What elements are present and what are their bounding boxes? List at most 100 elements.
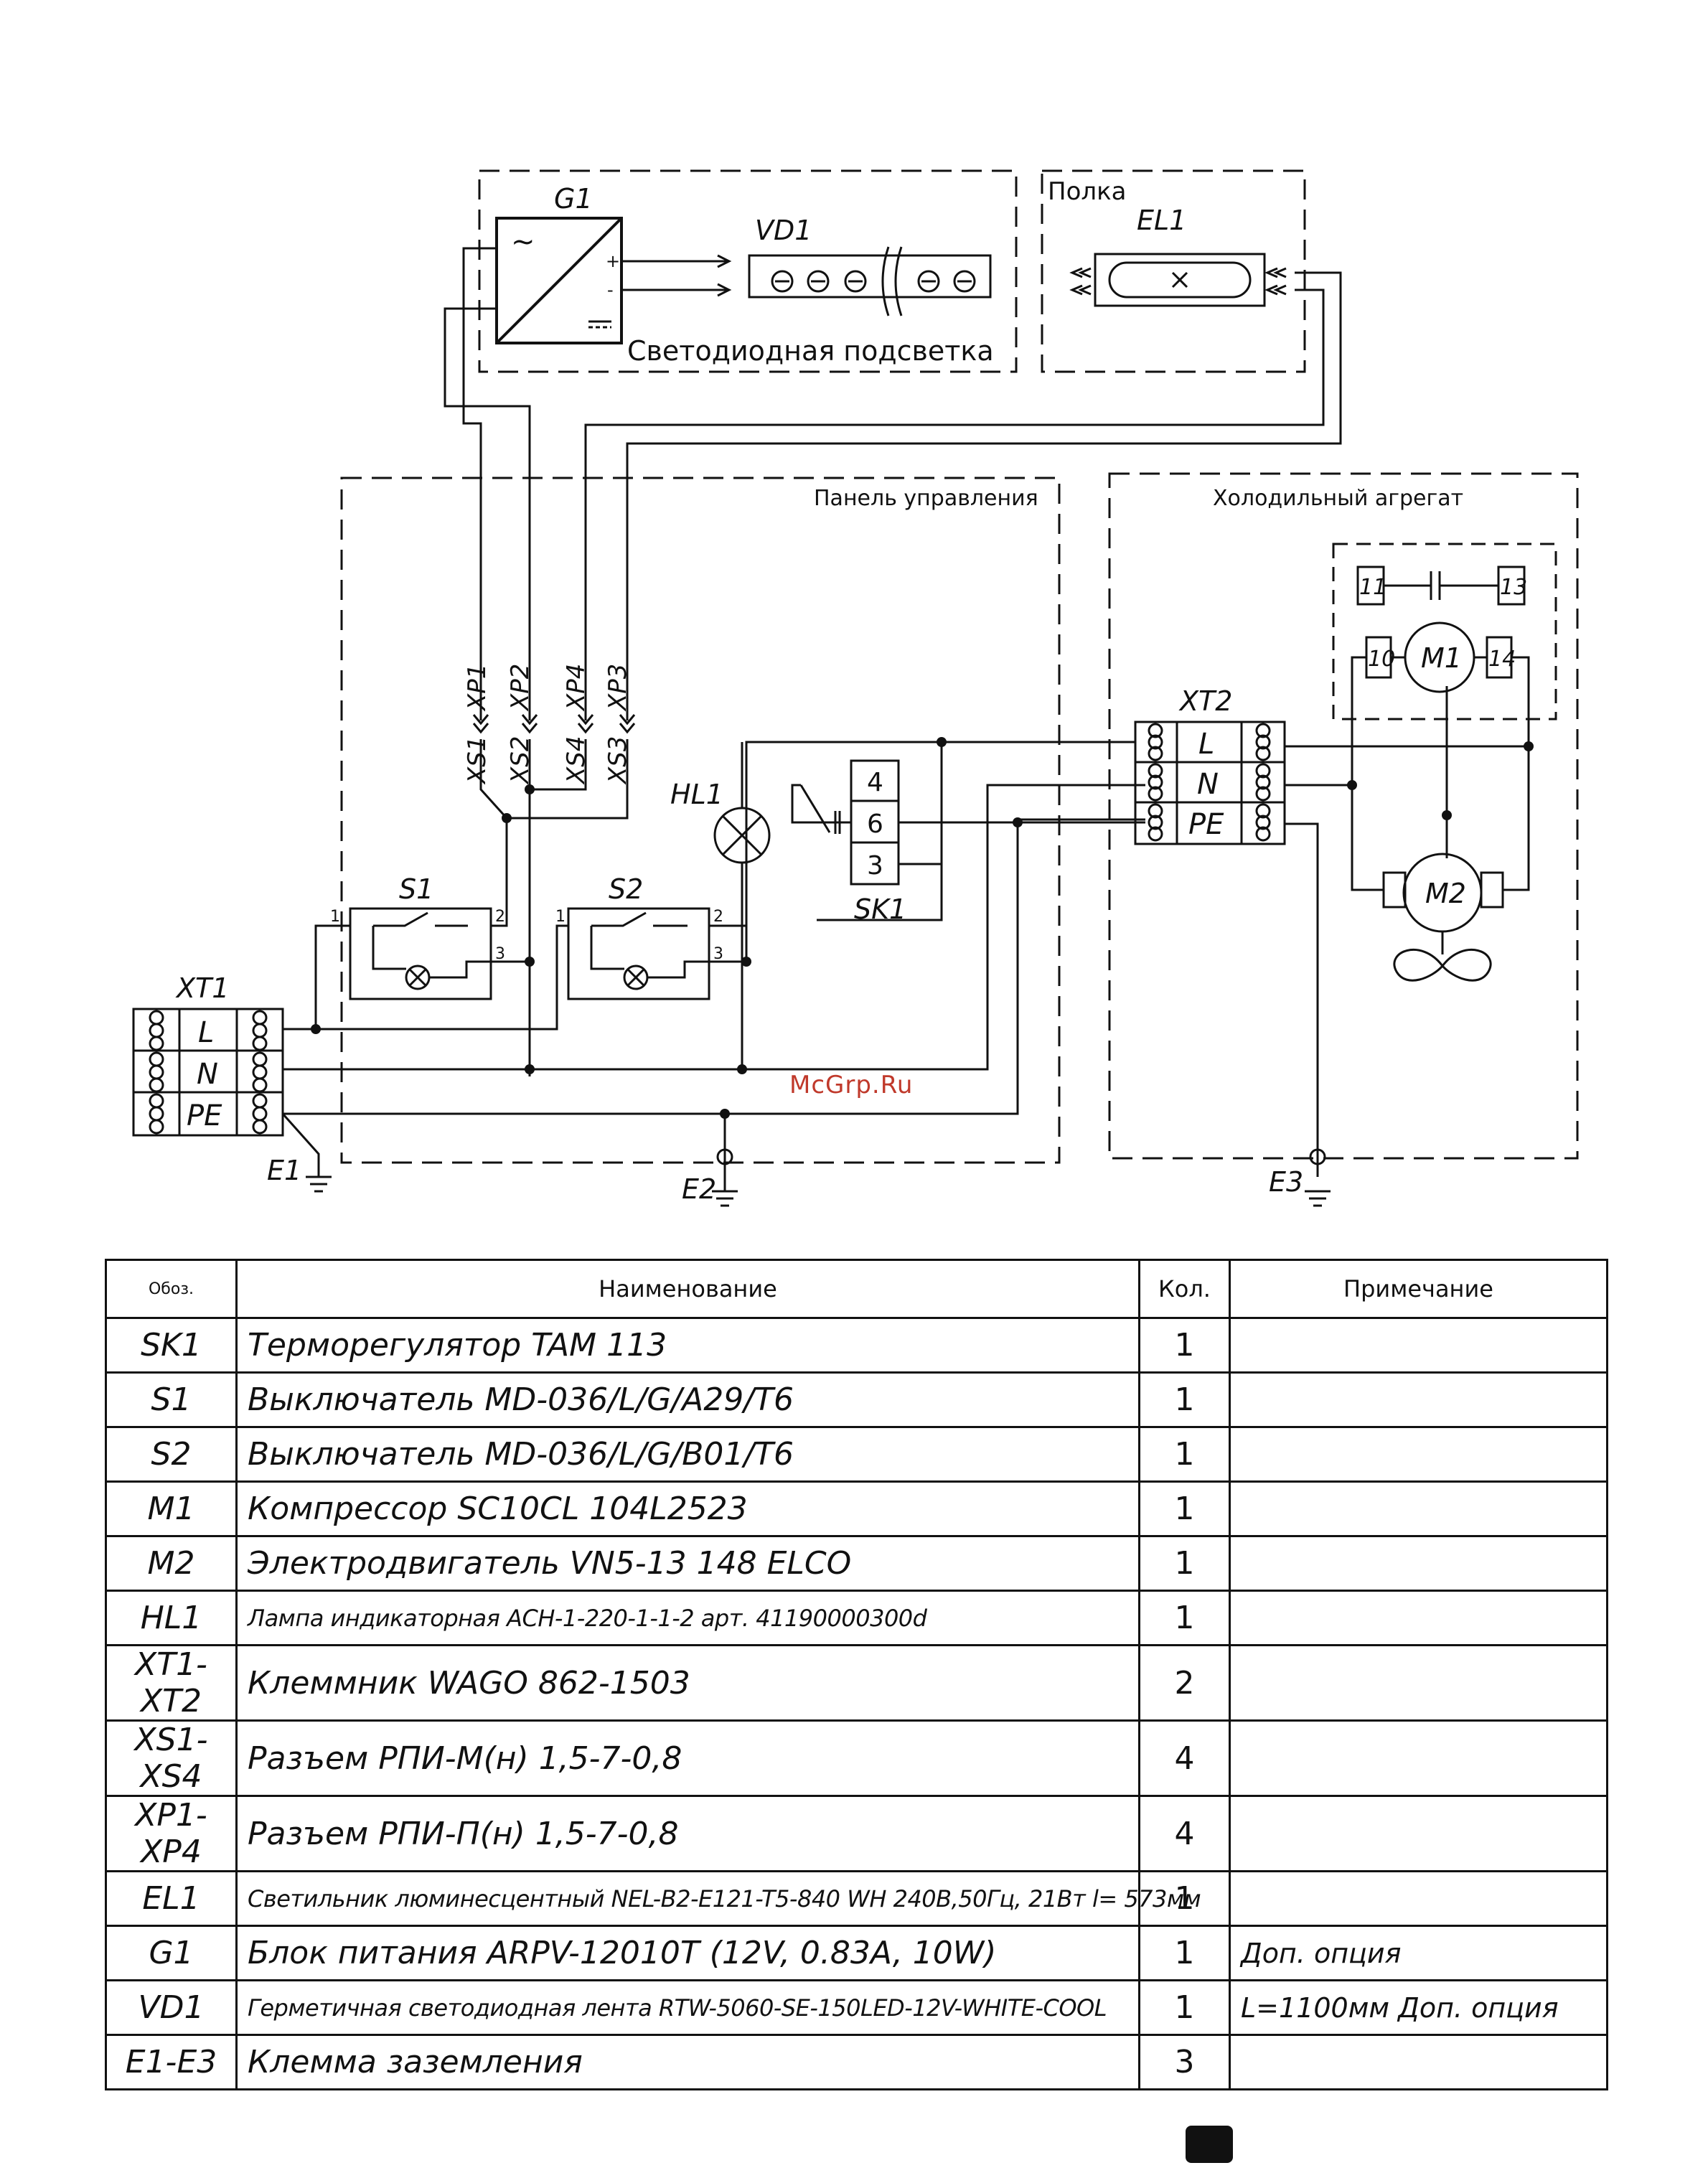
cell-note [1229, 1426, 1608, 1483]
refrigeration-unit-label: Холодильный агрегат [1213, 486, 1463, 511]
vd1-led-symbols [771, 270, 976, 293]
cell-code: M1 [105, 1480, 238, 1537]
m1-pin-14: 14 [1488, 647, 1516, 672]
cell-code: HL1 [105, 1590, 238, 1646]
wiring-diagram: Светодиодная подсветка Полка Панель упра… [132, 169, 1579, 1207]
hl1-label: HL1 [670, 779, 723, 810]
sk1-pin-4: 4 [867, 768, 883, 797]
cell-code: XP1-XP4 [105, 1795, 238, 1872]
cell-name: Клемма заземления [235, 2034, 1140, 2090]
e1-label: E1 [267, 1155, 301, 1186]
xt2-pe: PE [1188, 808, 1224, 841]
page-marker [1186, 2126, 1233, 2163]
cell-note [1229, 1371, 1608, 1428]
backlight-label: Светодиодная подсветка [627, 335, 994, 367]
header-note: Примечание [1229, 1259, 1608, 1319]
cell-note: L=1100мм Доп. опция [1229, 1979, 1608, 2036]
xt2-n: N [1197, 768, 1219, 801]
s2-pin-3: 3 [713, 945, 723, 963]
cell-note [1229, 1317, 1608, 1374]
control-panel-label: Панель управления [814, 486, 1038, 511]
xp1-label: XP1 [463, 664, 492, 712]
xs3-label: XS3 [604, 736, 632, 785]
xt1-clamps [149, 1010, 268, 1135]
m1-pin-10: 10 [1368, 647, 1395, 672]
xp4-label: XP4 [562, 664, 591, 712]
xt1-n: N [197, 1058, 218, 1091]
cell-code: E1-E3 [105, 2034, 238, 2090]
xt2-l: L [1198, 728, 1214, 761]
s1-switch [349, 907, 492, 1000]
cell-name: Разъем РПИ-М(н) 1,5-7-0,8 [235, 1719, 1140, 1797]
vd1-label: VD1 [755, 215, 812, 246]
cell-qty: 4 [1138, 1719, 1231, 1797]
watermark: McGrp.Ru [789, 1071, 914, 1099]
cell-qty: 1 [1138, 1870, 1231, 1927]
xs4-label: XS4 [562, 736, 591, 785]
cell-note [1229, 1870, 1608, 1927]
xt1-terminal-block [132, 1008, 284, 1137]
xt1-label: XT1 [175, 972, 229, 1004]
s1-pin-1: 1 [330, 908, 340, 926]
m1-label: M1 [1421, 642, 1462, 674]
sk1-label: SK1 [854, 893, 906, 925]
shelf-enclosure [1041, 169, 1306, 373]
cell-code: M2 [105, 1535, 238, 1592]
cell-qty: 1 [1138, 1979, 1231, 2036]
header-name: Наименование [235, 1259, 1140, 1319]
cell-name: Клеммник WAGO 862-1503 [235, 1644, 1140, 1722]
xp2-label: XP2 [506, 664, 535, 712]
cell-qty: 1 [1138, 1371, 1231, 1428]
s2-pin-2: 2 [713, 908, 723, 926]
cell-code: XS1-XS4 [105, 1719, 238, 1797]
m2-label: M2 [1425, 878, 1466, 909]
xt1-l: L [198, 1016, 214, 1049]
cell-note [1229, 1590, 1608, 1646]
header-code: Обоз. [105, 1259, 238, 1319]
cell-qty: 1 [1138, 1317, 1231, 1374]
xs2-label: XS2 [506, 736, 535, 785]
cell-code: SK1 [105, 1317, 238, 1374]
s2-switch [567, 907, 710, 1000]
el1-label: EL1 [1137, 205, 1186, 236]
cell-name: Выключатель MD-036/L/G/A29/T6 [235, 1371, 1140, 1428]
s1-pin-2: 2 [495, 908, 505, 926]
control-panel-enclosure [340, 477, 1061, 1164]
sk1-pin-3: 3 [867, 851, 883, 881]
cell-name: Светильник люминесцентный NEL-B2-E121-T5… [235, 1870, 1201, 1927]
cell-code: S1 [105, 1371, 238, 1428]
e2-label: E2 [682, 1173, 716, 1205]
cell-qty: 2 [1138, 1644, 1231, 1722]
cell-note [1229, 1795, 1608, 1872]
cell-qty: 1 [1138, 1590, 1231, 1646]
cell-name: Герметичная светодиодная лента RTW-5060-… [235, 1979, 1140, 2036]
m1-pin-11: 11 [1359, 575, 1386, 600]
m1-pin-13: 13 [1500, 575, 1527, 600]
s1-pin-3: 3 [495, 945, 505, 963]
xt2-label: XT2 [1178, 685, 1232, 717]
cell-code: G1 [105, 1925, 238, 1981]
e3-label: E3 [1269, 1166, 1303, 1198]
cell-note: Доп. опция [1229, 1925, 1608, 1981]
xs1-label: XS1 [463, 736, 492, 785]
fan-blade-icon [1393, 948, 1492, 982]
cell-code: EL1 [105, 1870, 238, 1927]
cell-note [1229, 1644, 1608, 1722]
cell-qty: 1 [1138, 1535, 1231, 1592]
s2-pin-1: 1 [555, 908, 566, 926]
cell-name: Блок питания ARPV-12010T (12V, 0.83A, 10… [235, 1925, 1140, 1981]
cell-name: Электродвигатель VN5-13 148 ELCO [235, 1535, 1140, 1592]
refrigeration-enclosure [1108, 472, 1579, 1160]
